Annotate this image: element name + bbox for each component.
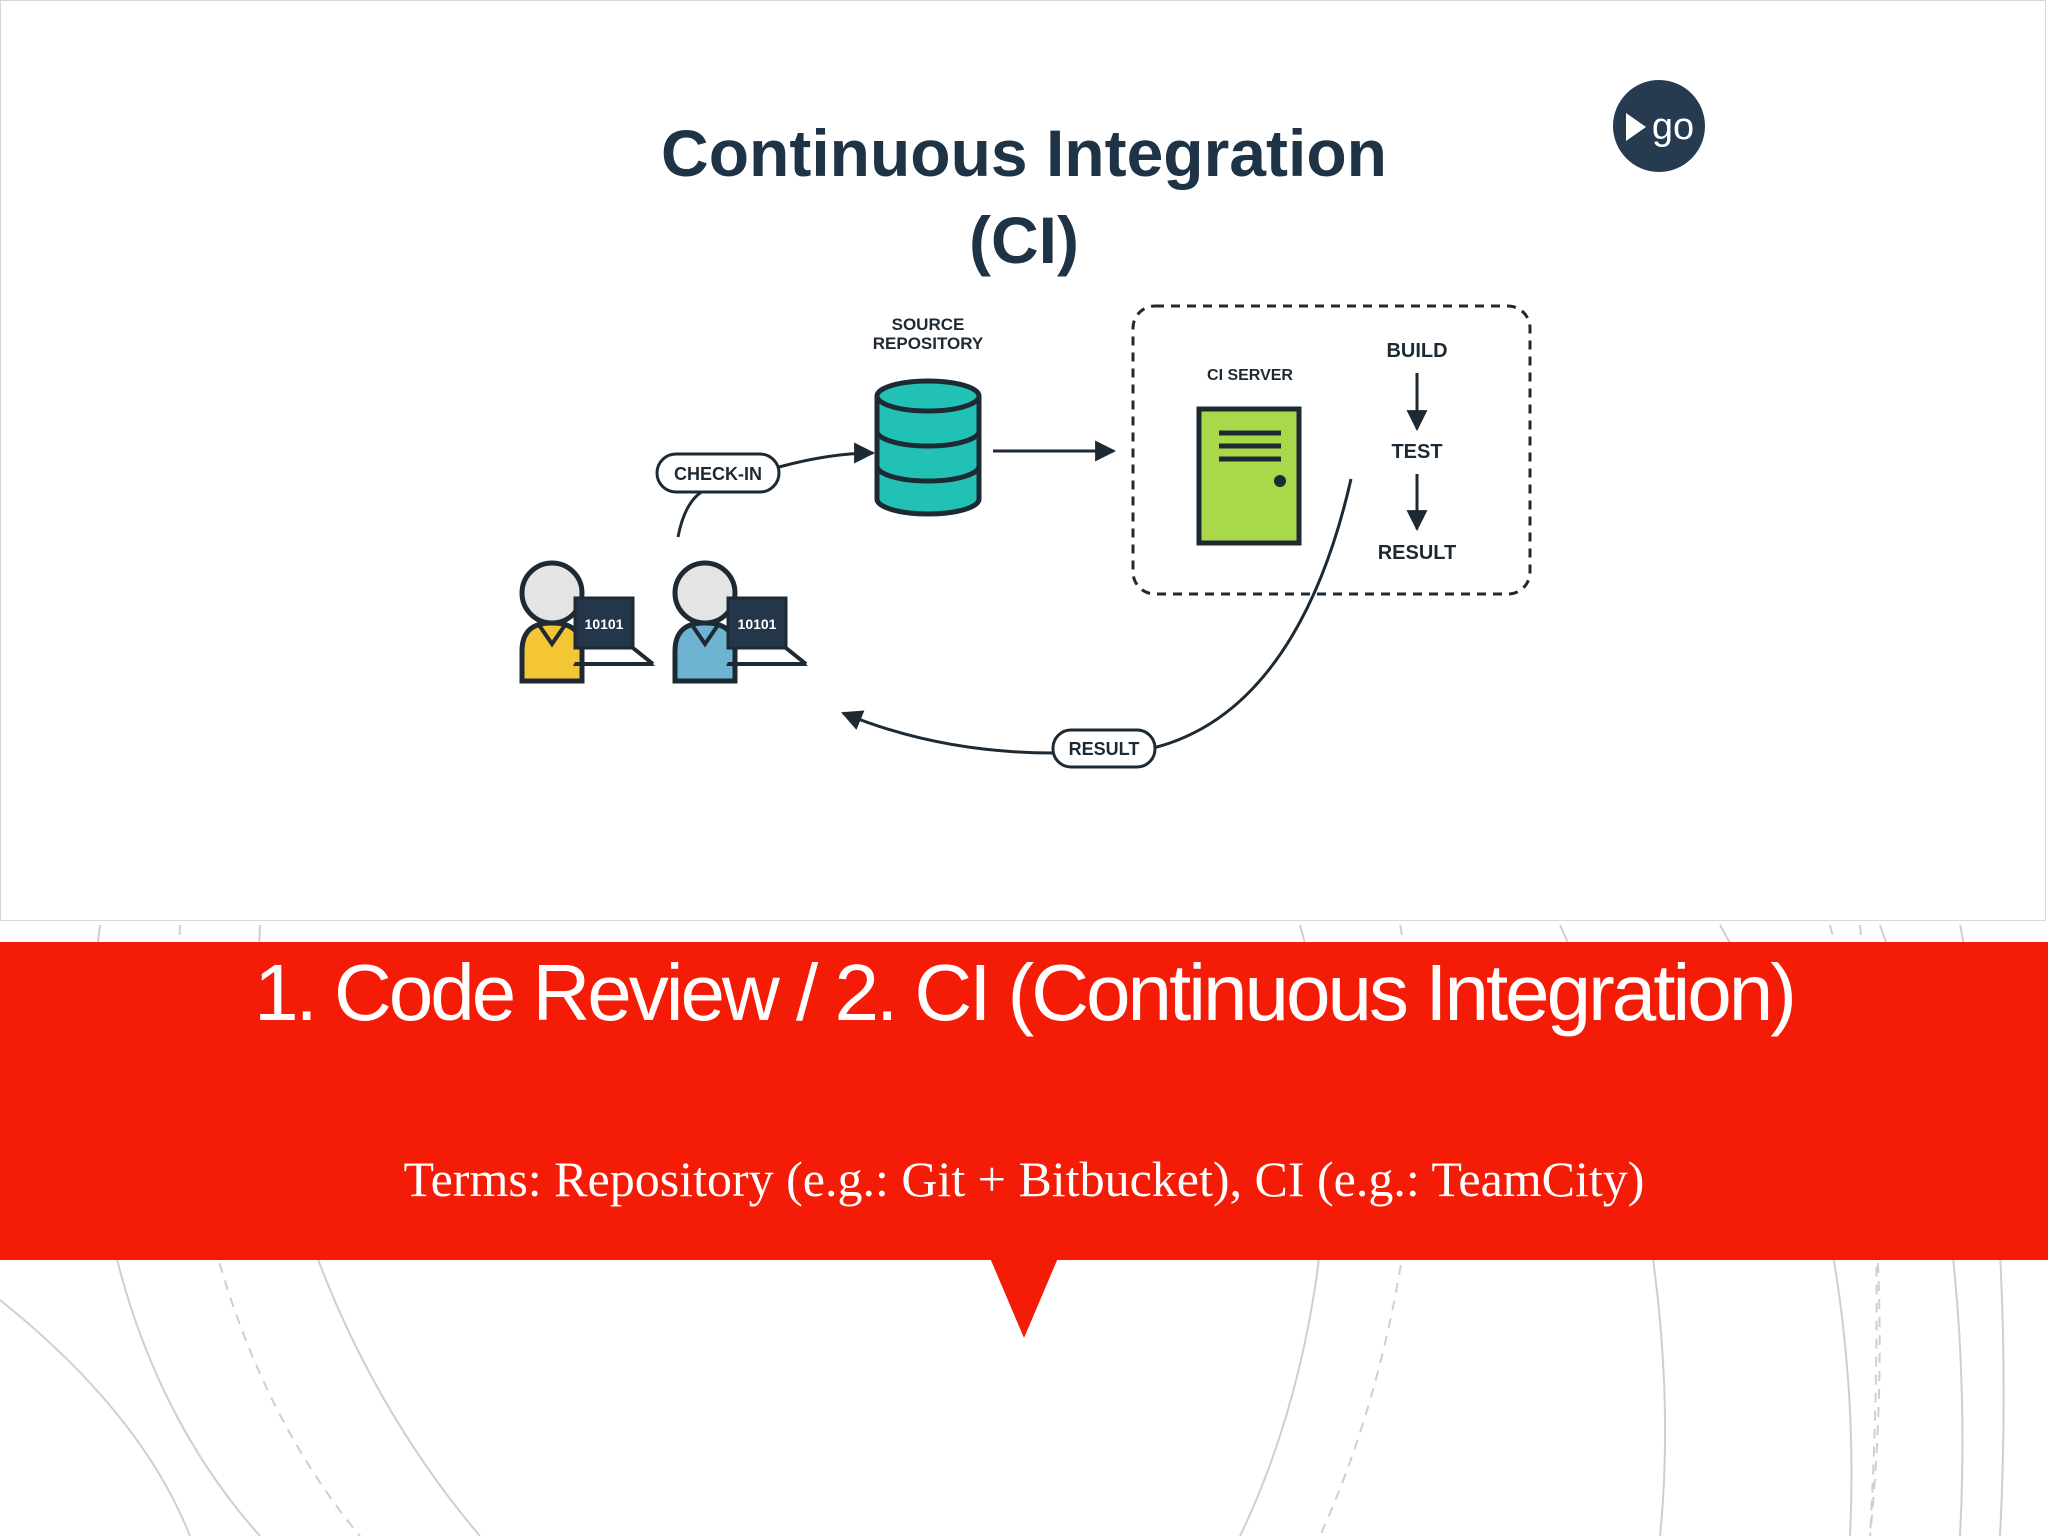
result-arrow xyxy=(841,710,1054,755)
developer-icon: 10101 xyxy=(672,560,808,684)
result-curve xyxy=(1152,478,1353,750)
check-in-arrow xyxy=(778,442,876,469)
database-icon xyxy=(874,378,982,517)
ci-server-label: CI SERVER xyxy=(1207,367,1293,384)
laptop-screen-text-1: 10101 xyxy=(585,616,624,632)
diagram-heading-line2: (CI) xyxy=(969,203,1079,277)
laptop-screen-text-2: 10101 xyxy=(738,616,777,632)
ci-server-icon xyxy=(1196,406,1302,546)
go-logo-text: go xyxy=(1652,106,1694,148)
ci-diagram-panel: Continuous Integration (CI) go SOURCE RE… xyxy=(0,0,2046,921)
slide-subtitle: Terms: Repository (e.g.: Git + Bitbucket… xyxy=(403,1151,1645,1207)
title-banner xyxy=(0,942,2048,1260)
pipeline-step-build: BUILD xyxy=(1386,340,1447,362)
pipeline-step-test: TEST xyxy=(1391,441,1442,463)
developer-icon: 10101 xyxy=(519,560,655,684)
ci-diagram: Continuous Integration (CI) go SOURCE RE… xyxy=(519,80,1705,769)
source-repo-label-line2: REPOSITORY xyxy=(873,334,984,353)
result-label: RESULT xyxy=(1069,739,1140,759)
check-in-label: CHECK-IN xyxy=(674,464,762,484)
source-repo-label-line1: SOURCE xyxy=(892,315,965,334)
check-in-curve xyxy=(676,487,708,538)
diagram-heading-line1: Continuous Integration xyxy=(661,116,1387,190)
result-pill xyxy=(1051,728,1157,769)
pipeline-step-result: RESULT xyxy=(1378,542,1457,564)
slide-title: 1. Code Review / 2. CI (Continuous Integ… xyxy=(254,948,1797,1037)
go-logo-icon: go xyxy=(1613,80,1705,172)
ci-server-box xyxy=(1131,304,1532,596)
check-in-pill xyxy=(655,452,781,494)
